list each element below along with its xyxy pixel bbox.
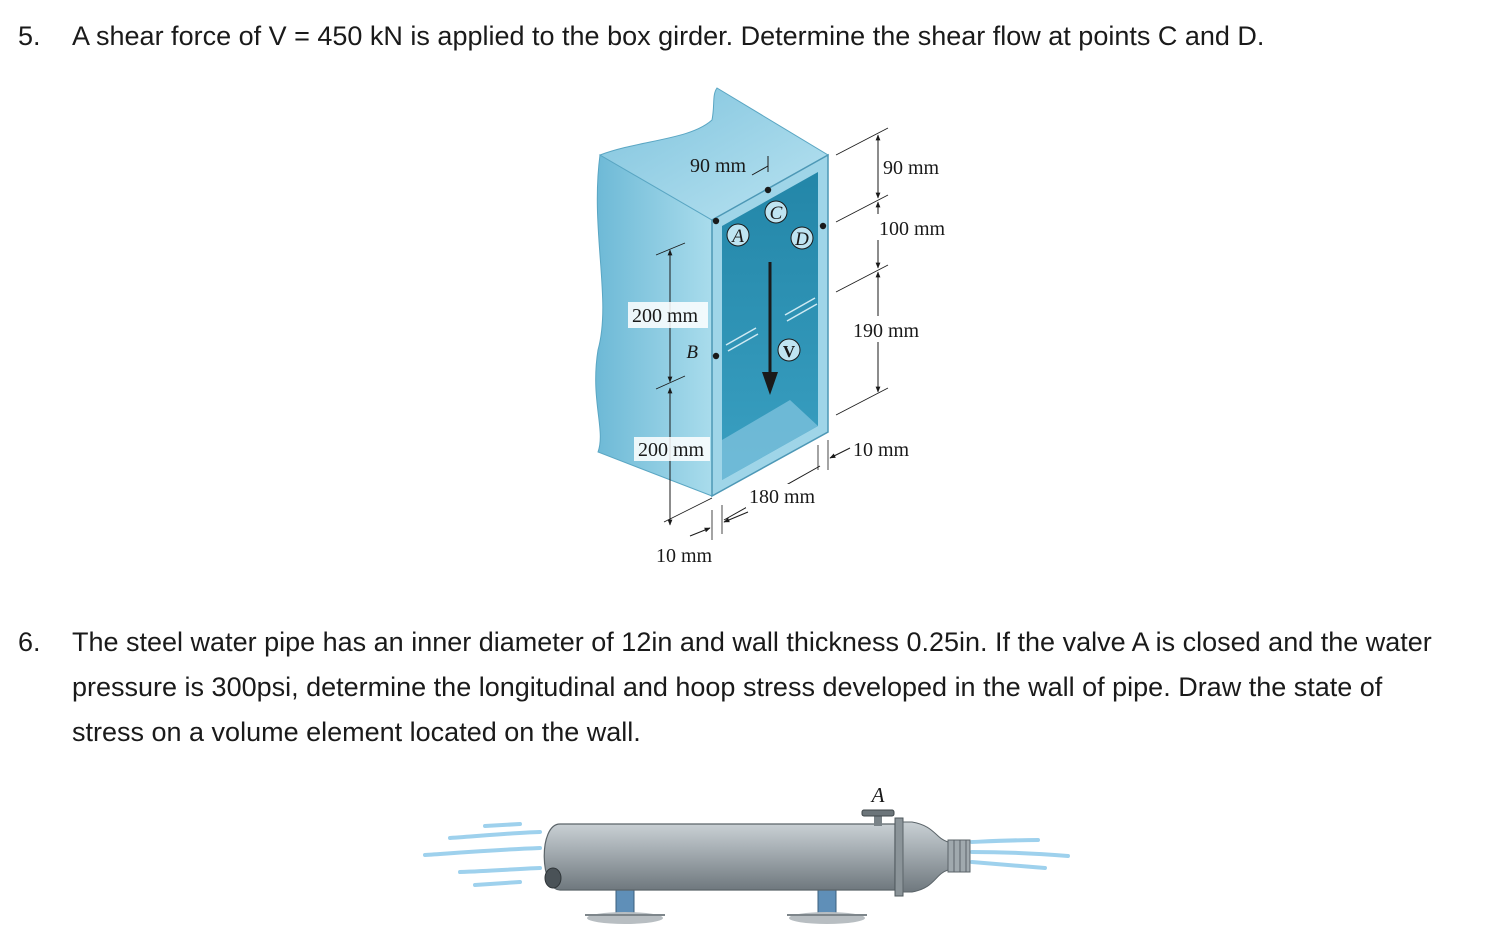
point-a-dot: [712, 217, 720, 225]
point-b-dot: [712, 352, 720, 360]
pipe-body: [543, 823, 896, 891]
extension-line: [835, 387, 889, 416]
dim-wall-right: 10 mm: [853, 439, 910, 461]
problem-statement: A shear force of V = 450 kN is applied t…: [72, 21, 1265, 51]
pipe-outlet: [947, 839, 971, 873]
problem-statement: The steel water pipe has an inner diamet…: [72, 627, 1432, 747]
box-girder-figure: A C D V B 90 mm 90 mm 100 mm 190 mm 10 m…: [595, 87, 956, 567]
extension-line: [835, 264, 889, 293]
dim-label-bg: [746, 484, 822, 508]
v-label: V: [783, 342, 796, 361]
point-d-label: D: [794, 229, 809, 250]
dim-right-top: 90 mm: [883, 157, 940, 179]
girder-top-face: [598, 87, 829, 221]
dim-line: [723, 511, 749, 523]
dim-line: [751, 165, 769, 176]
pipe-open-end: [544, 867, 562, 889]
water-left: [423, 822, 542, 887]
dim-label-bg: [880, 152, 950, 178]
dim-line: [689, 527, 711, 537]
v-badge: [777, 338, 801, 362]
break-line: [725, 327, 757, 346]
extension-line: [655, 375, 686, 390]
pipe-nozzle: [902, 821, 949, 893]
shear-force-arrowhead: [762, 372, 778, 395]
valve-a: [861, 809, 895, 826]
pipe-figure: A: [423, 783, 1070, 924]
point-c-dot: [764, 186, 772, 194]
point-d-dot: [819, 222, 827, 230]
break-line: [786, 303, 818, 322]
problem-number: 6.: [18, 627, 41, 657]
dim-label-bg: [634, 437, 710, 461]
point-d-badge: [790, 226, 814, 250]
extension-line: [835, 194, 889, 223]
pipe-flange: [894, 817, 904, 897]
dim-label-bg: [850, 316, 930, 342]
dim-left-upper: 200 mm: [632, 305, 699, 327]
break-line: [784, 297, 816, 316]
dim-label-bg: [876, 214, 956, 240]
dim-line: [829, 447, 851, 459]
point-b-label: B: [686, 342, 698, 363]
extension-line: [835, 127, 889, 156]
dim-wall-bottom: 10 mm: [656, 545, 713, 567]
dim-right-mid: 100 mm: [879, 218, 946, 240]
extension-line: [663, 497, 713, 523]
point-c-label: C: [770, 203, 783, 224]
water-right: [970, 838, 1070, 870]
point-c-badge: [764, 200, 788, 224]
problem-number: 5.: [18, 21, 41, 51]
point-a-badge: [726, 223, 750, 247]
dim-label-bg: [628, 302, 708, 328]
girder-inner-floor: [722, 400, 818, 480]
dim-bottom-width: 180 mm: [749, 486, 816, 508]
dim-top-flange-width: 90 mm: [690, 155, 747, 177]
dim-left-lower: 200 mm: [638, 439, 705, 461]
break-line: [727, 333, 759, 352]
valve-a-label: A: [870, 783, 885, 807]
extension-line: [655, 242, 686, 256]
point-a-label: A: [730, 226, 744, 247]
dim-right-lower: 190 mm: [853, 320, 920, 342]
